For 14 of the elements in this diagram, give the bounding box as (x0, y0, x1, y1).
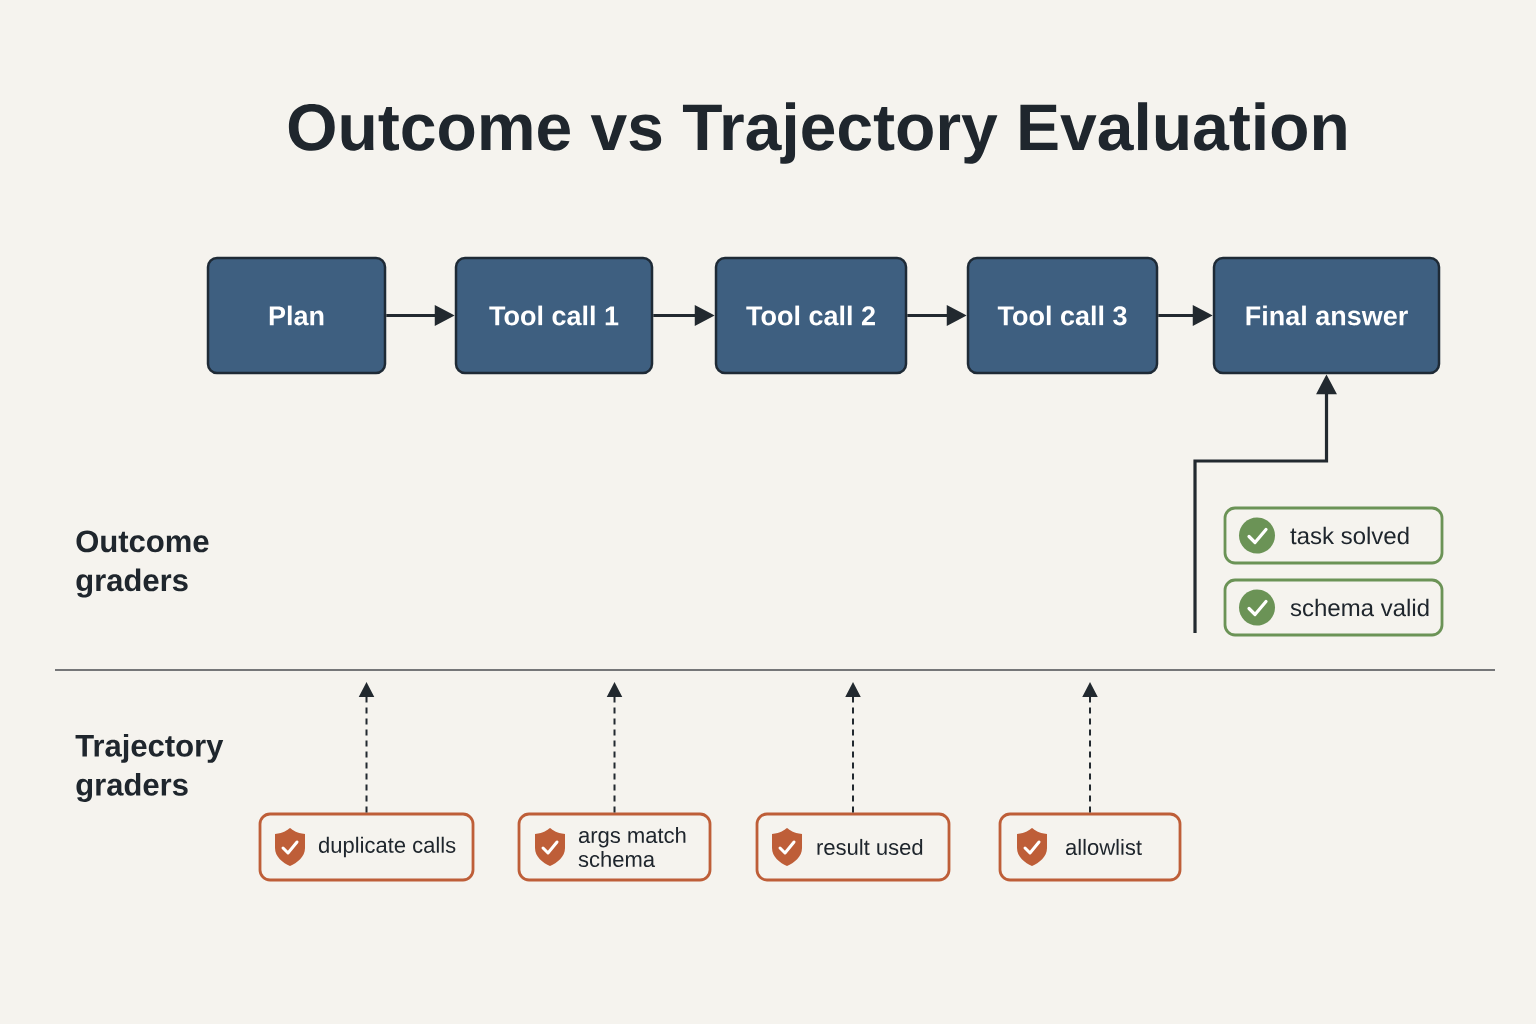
grader-box: args match schema (517, 812, 712, 882)
title: Outcome vs Trajectory Evaluation (288, 102, 1346, 164)
section-label: Trajectory graders (75, 733, 224, 802)
process-box: Tool call 1 (454, 256, 654, 375)
process-box: Tool call 3 (966, 256, 1159, 375)
process-box: Plan (206, 256, 387, 375)
section-label: Outcome graders (76, 530, 209, 598)
grader-box: task solved (1223, 506, 1444, 565)
grader-box: schema valid (1223, 578, 1444, 637)
grader-box: allowlist (998, 812, 1182, 882)
process-box: Tool call 2 (714, 256, 908, 375)
grader-box: duplicate calls (258, 812, 475, 882)
grader-box: result used (755, 812, 951, 882)
process-box: Final answer (1212, 256, 1441, 375)
